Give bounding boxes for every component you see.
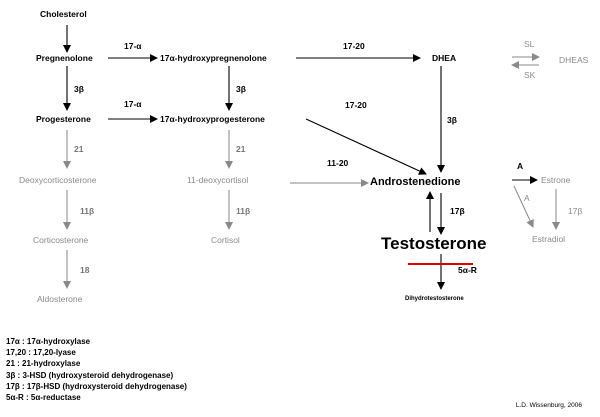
enzyme-17a-top: 17-α	[124, 41, 142, 51]
legend-item: 17α : 17α-hydroxylase	[6, 337, 91, 346]
enzyme-3b-mid: 3β	[236, 84, 246, 94]
estrone-label: Estrone	[541, 175, 571, 185]
enzyme-17b-right: 17β	[568, 206, 583, 216]
enzyme-11b-mid: 11β	[236, 206, 251, 216]
legend-item: 3β : 3-HSD (hydroxysteroid dehydrogenase…	[6, 370, 174, 380]
progesterone-label: Progesterone	[36, 114, 91, 124]
enzyme-3b-left: 3β	[74, 84, 84, 94]
arrow-androstenedione-estradiol	[513, 185, 534, 228]
enzyme-1120: 11-20	[327, 158, 349, 168]
enzyme-sl: SL	[524, 39, 535, 49]
arrow-hydroxyprogesterone-androstenedione	[305, 118, 427, 175]
cholesterol-label: Cholesterol	[40, 9, 87, 19]
legend-item: 17,20 : 17,20-lyase	[6, 348, 76, 358]
legend-item: 17β : 17β-HSD (hydroxysteroid dehydrogen…	[6, 381, 187, 391]
enzyme-17a-mid: 17-α	[124, 99, 142, 109]
legend: 17α : 17α-hydroxylase 17,20 : 17,20-lyas…	[6, 336, 187, 403]
pregnenolone-label: Pregnenolone	[36, 53, 93, 63]
corticosterone-label: Corticosterone	[33, 235, 89, 245]
enzyme-11b-left: 11β	[80, 206, 95, 216]
author-credit: L.D. Wissenburg, 2006	[515, 402, 582, 409]
enzyme-21-mid: 21	[236, 144, 246, 154]
enzyme-18: 18	[80, 265, 90, 275]
deoxycortisol-label: 11-deoxycortisol	[187, 175, 249, 185]
enzyme-1720-top: 17-20	[343, 41, 365, 51]
legend-item: 5α-R : 5α-reductase	[6, 393, 81, 403]
enzyme-21-left: 21	[74, 144, 84, 154]
estradiol-label: Estradiol	[532, 234, 566, 244]
enzyme-3b-right: 3β	[447, 115, 457, 125]
testosterone-label: Testosterone	[381, 234, 487, 253]
enzyme-a-diag: A	[524, 193, 530, 203]
hydroxypregnenolone-label: 17α-hydroxypregnenolone	[160, 53, 267, 63]
hydroxyprogesterone-label: 17α-hydroxyprogesterone	[160, 114, 265, 124]
dhea-label: DHEA	[432, 53, 457, 63]
dht-label: Dihydrotestosterone	[405, 296, 464, 302]
androstenedione-label: Androstenedione	[370, 176, 461, 188]
dheas-label: DHEAS	[559, 55, 589, 65]
enzyme-a-top: A	[517, 161, 524, 171]
legend-item: 21 : 21-hydroxylase	[6, 359, 81, 369]
cortisol-label: Cortisol	[211, 235, 240, 245]
deoxycorticosterone-label: Deoxycorticosterone	[19, 175, 97, 185]
enzyme-1720-mid: 17-20	[345, 100, 367, 110]
aldosterone-label: Aldosterone	[37, 294, 83, 304]
enzyme-sk: SK	[524, 70, 536, 80]
enzyme-5ar: 5α-R	[458, 265, 477, 275]
enzyme-17b-center: 17β	[450, 206, 465, 216]
